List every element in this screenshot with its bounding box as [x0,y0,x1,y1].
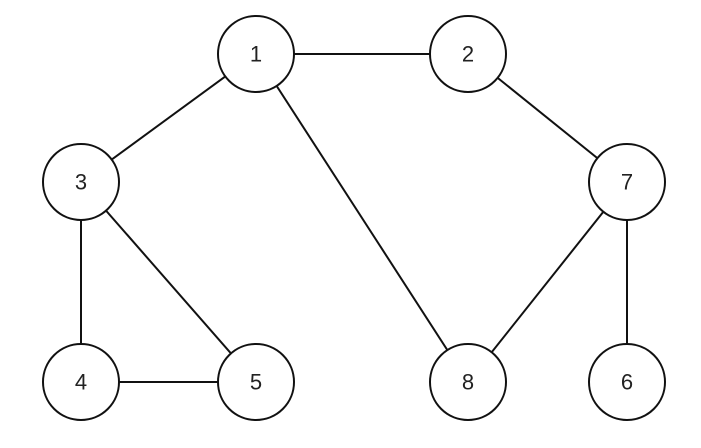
node-circle [217,343,295,421]
node-label: 2 [462,42,474,67]
node-label: 6 [621,370,633,395]
node-label: 1 [250,42,262,67]
edge-7-8 [467,181,628,383]
node-circle [217,15,295,93]
node-label: 4 [75,370,87,395]
edge-1-8 [255,53,469,383]
node-circle [588,343,666,421]
node-6: 6 [588,343,666,421]
node-circle [429,15,507,93]
node-4: 4 [42,343,120,421]
graph-edges [80,53,628,383]
node-1: 1 [217,15,295,93]
node-5: 5 [217,343,295,421]
node-3: 3 [42,143,120,221]
node-label: 3 [75,170,87,195]
node-2: 2 [429,15,507,93]
node-circle [588,143,666,221]
node-7: 7 [588,143,666,221]
node-label: 8 [462,370,474,395]
node-label: 7 [621,170,633,195]
node-circle [42,343,120,421]
node-label: 5 [250,370,262,395]
graph-nodes: 1 2 3 7 4 5 8 6 [42,15,666,421]
node-8: 8 [429,343,507,421]
edge-3-5 [80,181,257,383]
node-circle [429,343,507,421]
node-circle [42,143,120,221]
